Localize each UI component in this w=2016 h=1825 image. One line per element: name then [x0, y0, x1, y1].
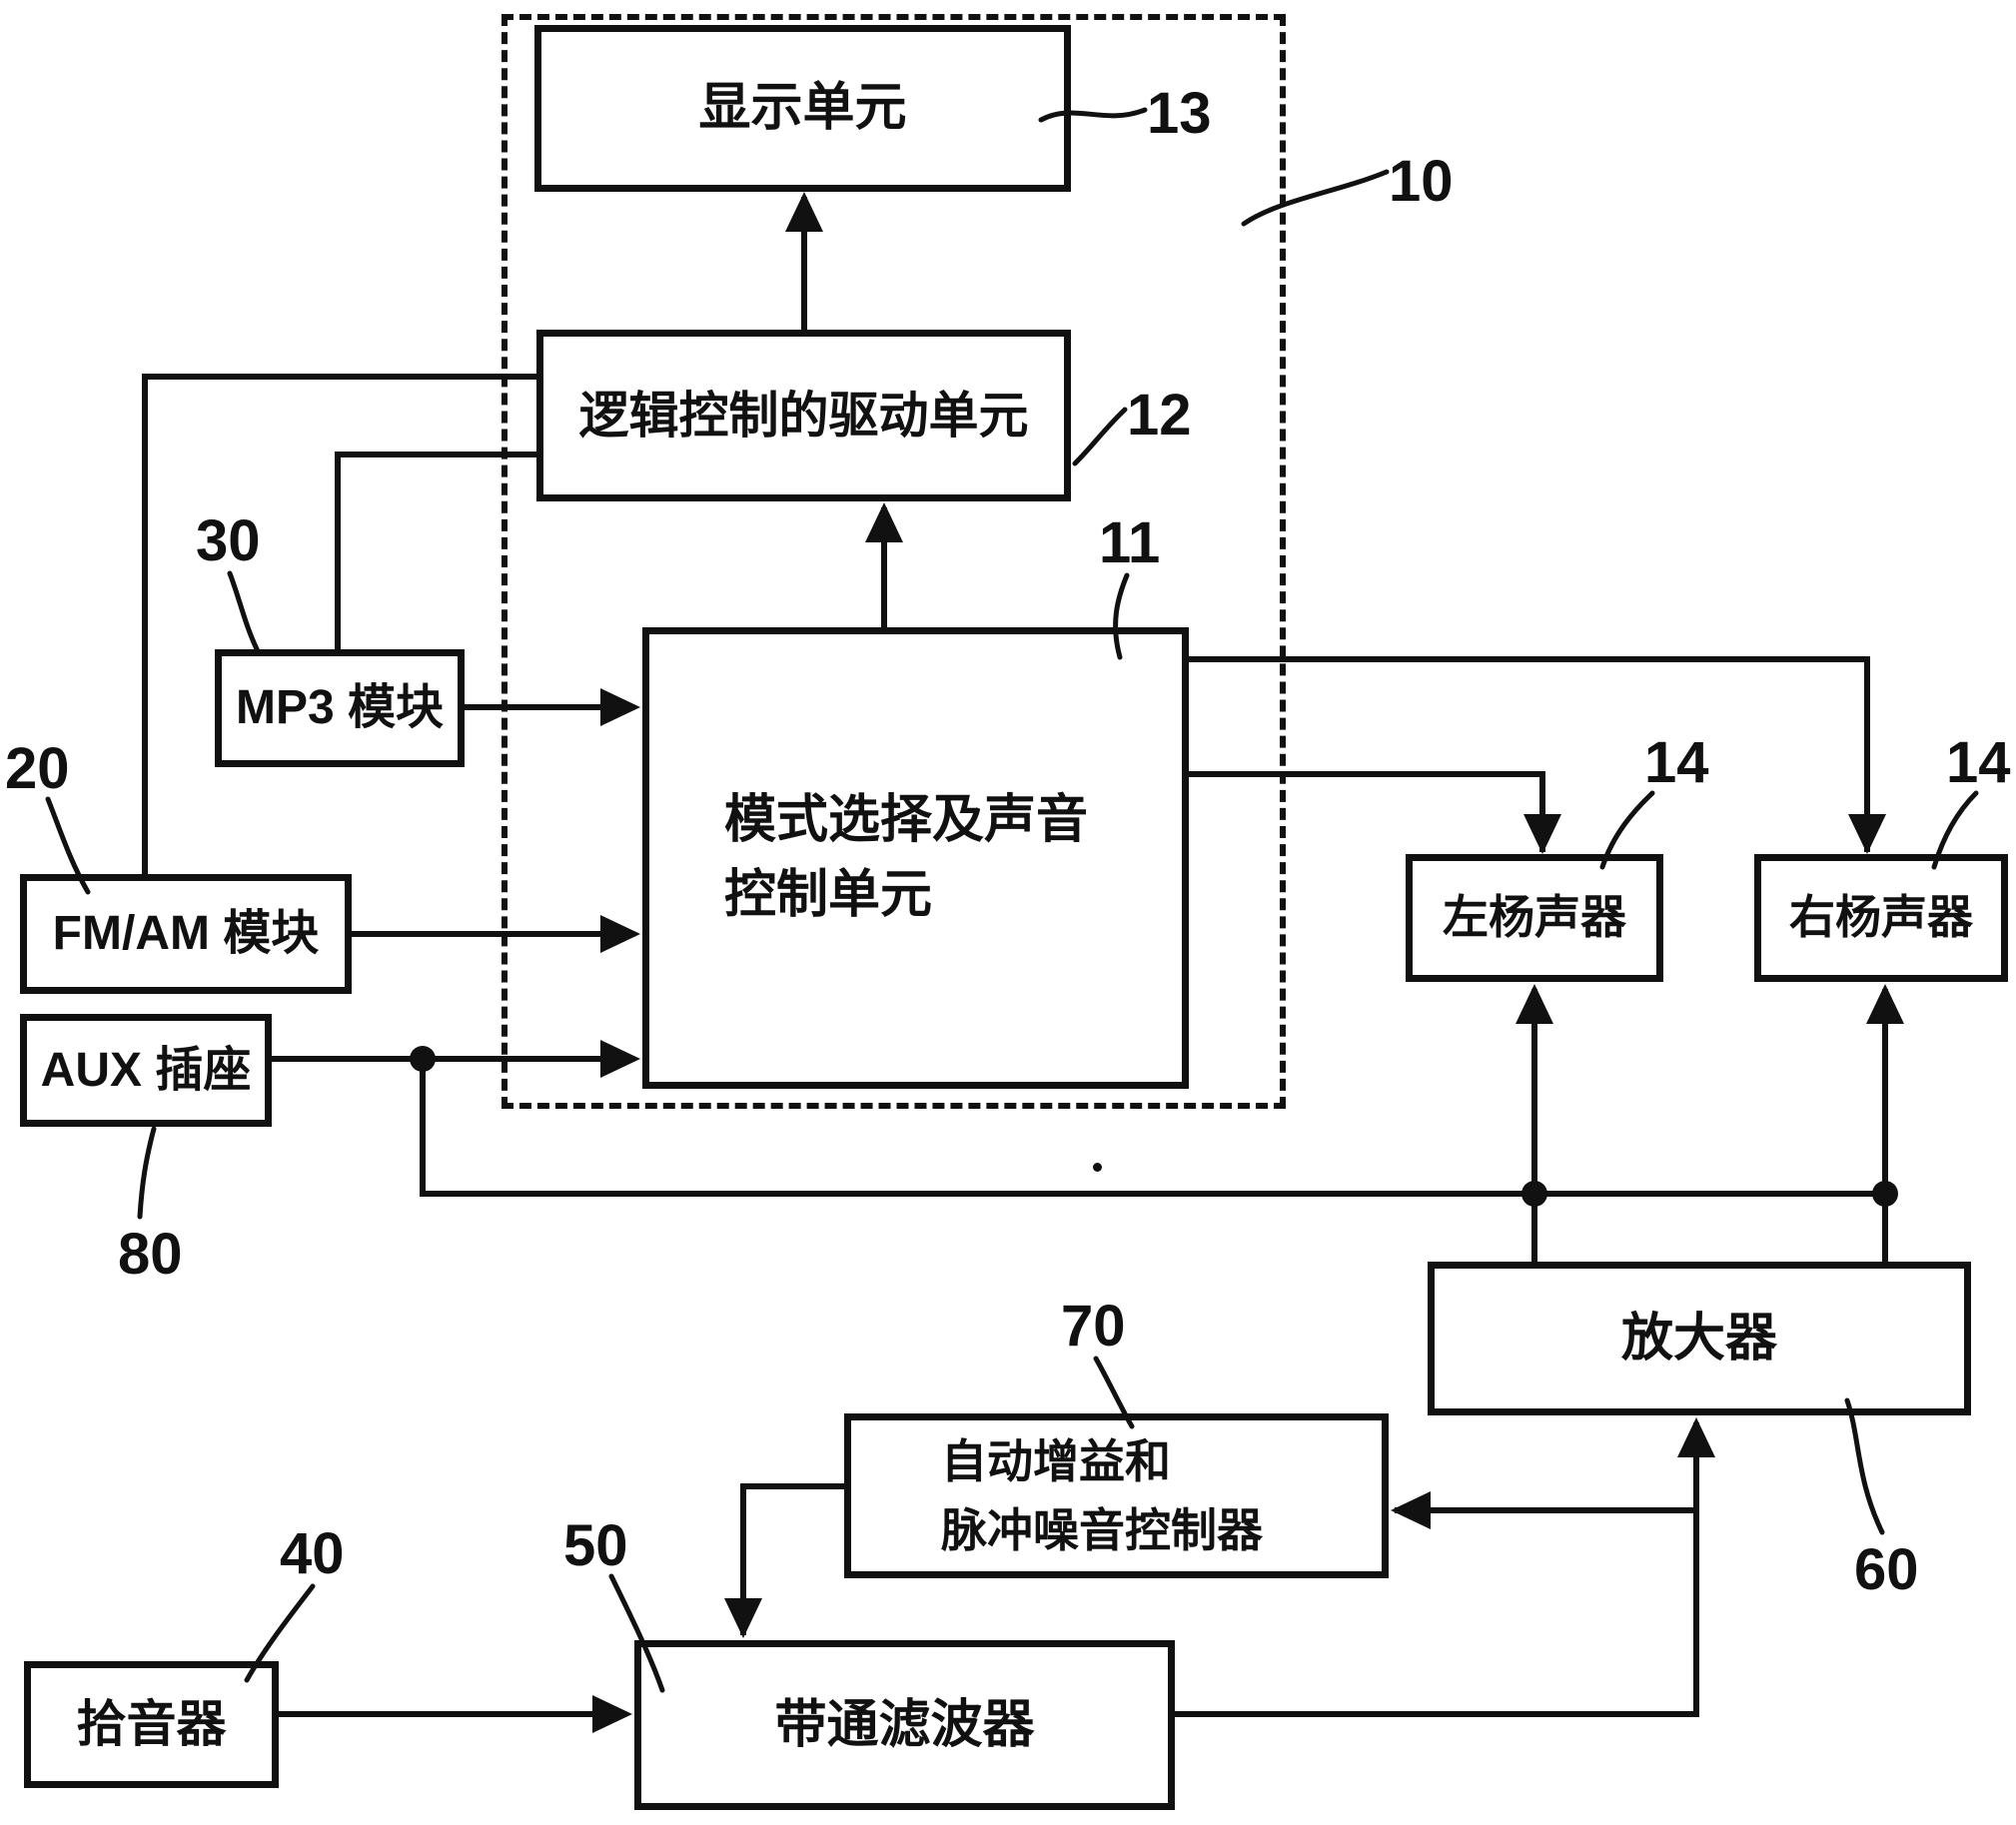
ref-label-10: 10: [1389, 149, 1454, 214]
ref-label-12: 12: [1127, 383, 1192, 448]
arrow-mp3-into-mode: [600, 688, 640, 726]
ref-label-30: 30: [196, 508, 261, 573]
connector-mp3-to-mode-h: [465, 704, 609, 710]
block-bandpass-filter: 带通滤波器: [634, 1640, 1175, 1810]
arrow-fmam-into-mode: [600, 915, 640, 953]
leader-ref-30: [227, 570, 261, 654]
arrow-into-right-speaker-bottom: [1866, 984, 1904, 1024]
connector-mode-to-left-speaker-h: [1189, 771, 1545, 777]
arrow-into-right-speaker-top: [1848, 814, 1886, 854]
ref-label-40: 40: [280, 1521, 345, 1586]
connector-agc-out-h: [743, 1483, 844, 1489]
block-mp3-module-label: MP3 模块: [235, 681, 445, 734]
block-amplifier-label: 放大器: [1620, 1309, 1777, 1368]
block-fm-am-module: FM/AM 模块: [20, 874, 352, 994]
arrow-into-left-speaker-top: [1523, 814, 1561, 854]
connector-feedback-to-agc-h: [1395, 1507, 1696, 1513]
ref-label-70: 70: [1061, 1294, 1126, 1359]
block-left-speaker-label: 左杨声器: [1443, 891, 1626, 944]
block-mp3-module: MP3 模块: [215, 649, 465, 767]
connector-aux-branch-v: [420, 1059, 426, 1194]
connector-agc-to-bandpass-v: [740, 1483, 746, 1635]
arrow-into-logic-drive: [865, 502, 903, 542]
arrow-into-display-unit: [785, 192, 823, 232]
block-logic-drive-unit: 逻辑控制的驱动单元: [536, 330, 1071, 501]
connector-mode-to-right-speaker-h: [1189, 656, 1870, 662]
connector-fmam-top-v: [142, 377, 148, 874]
block-right-speaker: 右杨声器: [1754, 854, 2008, 982]
block-left-speaker: 左杨声器: [1406, 854, 1663, 982]
leader-ref-60: [1844, 1397, 1885, 1535]
arrow-into-bandpass-left: [592, 1695, 632, 1733]
block-aux-jack: AUX 插座: [20, 1014, 272, 1127]
ref-label-60: 60: [1854, 1537, 1919, 1602]
block-mode-select-label-line2: 控制单元: [724, 866, 933, 924]
ref-label-14-right: 14: [1946, 730, 2011, 795]
connector-fmam-to-mode-h: [352, 931, 609, 937]
arrow-into-amplifier-bottom: [1677, 1417, 1715, 1457]
block-pickup: 拾音器: [24, 1661, 279, 1788]
ref-label-11: 11: [1099, 510, 1161, 575]
block-logic-drive-unit-label: 逻辑控制的驱动单元: [578, 387, 1029, 444]
block-display-unit-label: 显示单元: [698, 79, 907, 137]
block-mode-select-sound-control-unit: 模式选择及声音 控制单元: [642, 627, 1189, 1089]
block-fm-am-module-label: FM/AM 模块: [52, 907, 320, 960]
ref-label-13: 13: [1147, 81, 1212, 146]
ref-label-20: 20: [5, 736, 70, 801]
block-aux-jack-label: AUX 插座: [40, 1043, 252, 1097]
connector-fmam-to-logic-h: [142, 374, 536, 380]
connector-amp-to-right-speaker-v: [1882, 989, 1888, 1262]
connector-mp3-top-v: [335, 455, 341, 649]
ref-label-50: 50: [563, 1513, 628, 1578]
ref-label-14-left: 14: [1644, 730, 1709, 795]
connector-mode-to-logic-v: [881, 507, 887, 627]
ref-label-80: 80: [118, 1222, 183, 1287]
connector-aux-to-mode-h: [272, 1056, 609, 1062]
arrow-aux-into-mode: [600, 1040, 640, 1078]
arrow-into-bandpass-top: [724, 1598, 762, 1638]
block-right-speaker-label: 右杨声器: [1789, 891, 1973, 944]
block-amplifier: 放大器: [1428, 1262, 1971, 1415]
block-pickup-label: 拾音器: [76, 1696, 227, 1753]
block-display-unit: 显示单元: [534, 25, 1071, 192]
connector-bandpass-out-h: [1175, 1711, 1699, 1717]
connector-mp3-to-logic-h: [335, 452, 536, 457]
leader-ref-80: [137, 1126, 157, 1220]
connector-amp-to-left-speaker-v: [1531, 989, 1537, 1262]
block-bandpass-filter-label: 带通滤波器: [774, 1695, 1035, 1754]
connector-logic-to-display-v: [801, 197, 807, 330]
block-agc-pulse-noise-controller: 自动增益和 脉冲噪音控制器: [844, 1413, 1389, 1578]
connector-aux-branch-h: [420, 1191, 1888, 1197]
block-agc-label-line2: 脉冲噪音控制器: [941, 1503, 1263, 1556]
connector-mode-to-right-speaker-v: [1864, 656, 1870, 852]
connector-bandpass-to-amp-v: [1693, 1422, 1699, 1717]
block-agc-label-line1: 自动增益和: [941, 1434, 1171, 1487]
connector-mode-to-left-speaker-v: [1539, 771, 1545, 852]
block-mode-select-label-line1: 模式选择及声音: [724, 790, 1089, 849]
ink-dot-artifact: [1093, 1163, 1102, 1172]
system-boundary-dashed-box: [502, 14, 1286, 1109]
connector-pickup-to-bandpass-h: [279, 1711, 598, 1717]
arrow-into-left-speaker-bottom: [1515, 984, 1553, 1024]
arrow-into-agc-right: [1391, 1491, 1431, 1529]
